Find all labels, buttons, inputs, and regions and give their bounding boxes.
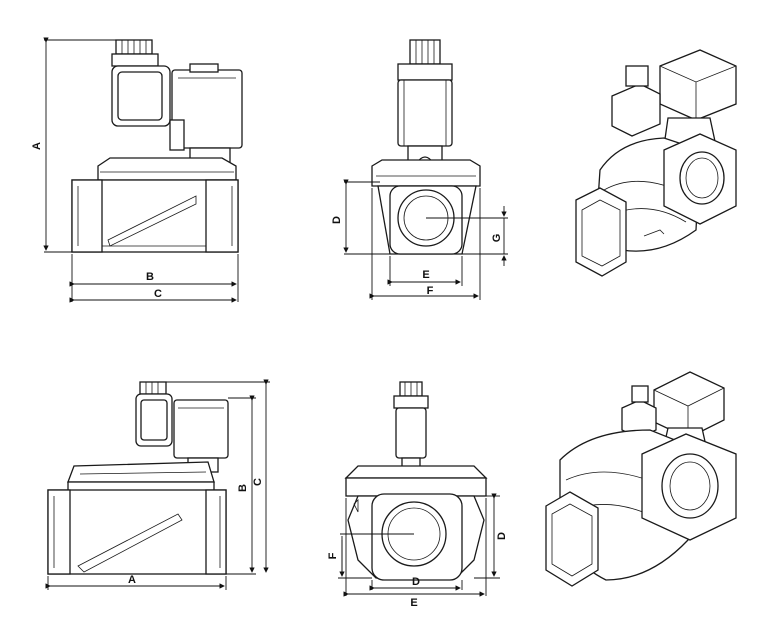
dim-label-b: B (146, 271, 154, 283)
dim-label-b-bottom: B (237, 484, 249, 492)
dim-label-a: A (31, 142, 43, 150)
front-view-bottom: D F D E (327, 381, 508, 609)
side-view-bottom: A B C (45, 379, 270, 590)
dim-label-c: C (154, 288, 162, 300)
dim-label-e-bottom: E (410, 597, 417, 609)
front-view-top: D G E F (331, 39, 508, 300)
isometric-view-top (575, 49, 737, 277)
isometric-view-bottom (545, 371, 737, 587)
dim-label-f-bottom: F (327, 552, 339, 559)
dim-label-d: D (331, 216, 343, 224)
dim-label-a-bottom: A (128, 574, 136, 586)
dim-label-g: G (491, 234, 503, 243)
dim-label-e: E (422, 269, 429, 281)
dim-label-c-bottom: C (252, 478, 264, 486)
dim-label-d-right: D (496, 532, 508, 540)
side-view-top: A B C (31, 37, 243, 303)
dim-label-d-bottom: D (412, 576, 420, 588)
dim-label-f: F (427, 285, 434, 297)
